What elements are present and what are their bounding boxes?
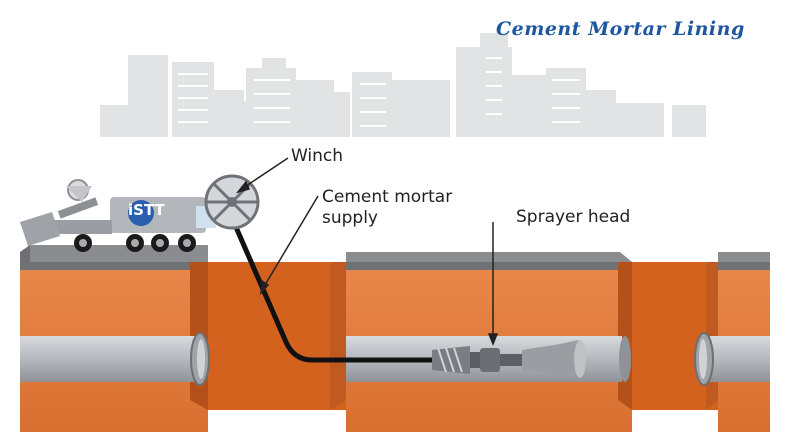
sprayer-head-assembly xyxy=(432,340,586,378)
diagram-title: Cement Mortar Lining xyxy=(496,18,745,40)
leader-lines xyxy=(235,157,499,347)
access-pit-1 xyxy=(208,262,346,410)
supply-hose xyxy=(229,215,453,363)
sprayer-head-label: Sprayer head xyxy=(516,207,631,227)
istt-truck xyxy=(20,179,216,252)
sprayer-head xyxy=(480,348,500,372)
winch-label: Winch xyxy=(291,146,344,166)
istt-logo-badge xyxy=(128,200,154,226)
city-skyline xyxy=(100,33,706,137)
skyline-windows xyxy=(178,57,580,127)
istt-logo-text: iSTT xyxy=(128,201,165,219)
supply-label: Cement mortar supply xyxy=(322,187,453,228)
